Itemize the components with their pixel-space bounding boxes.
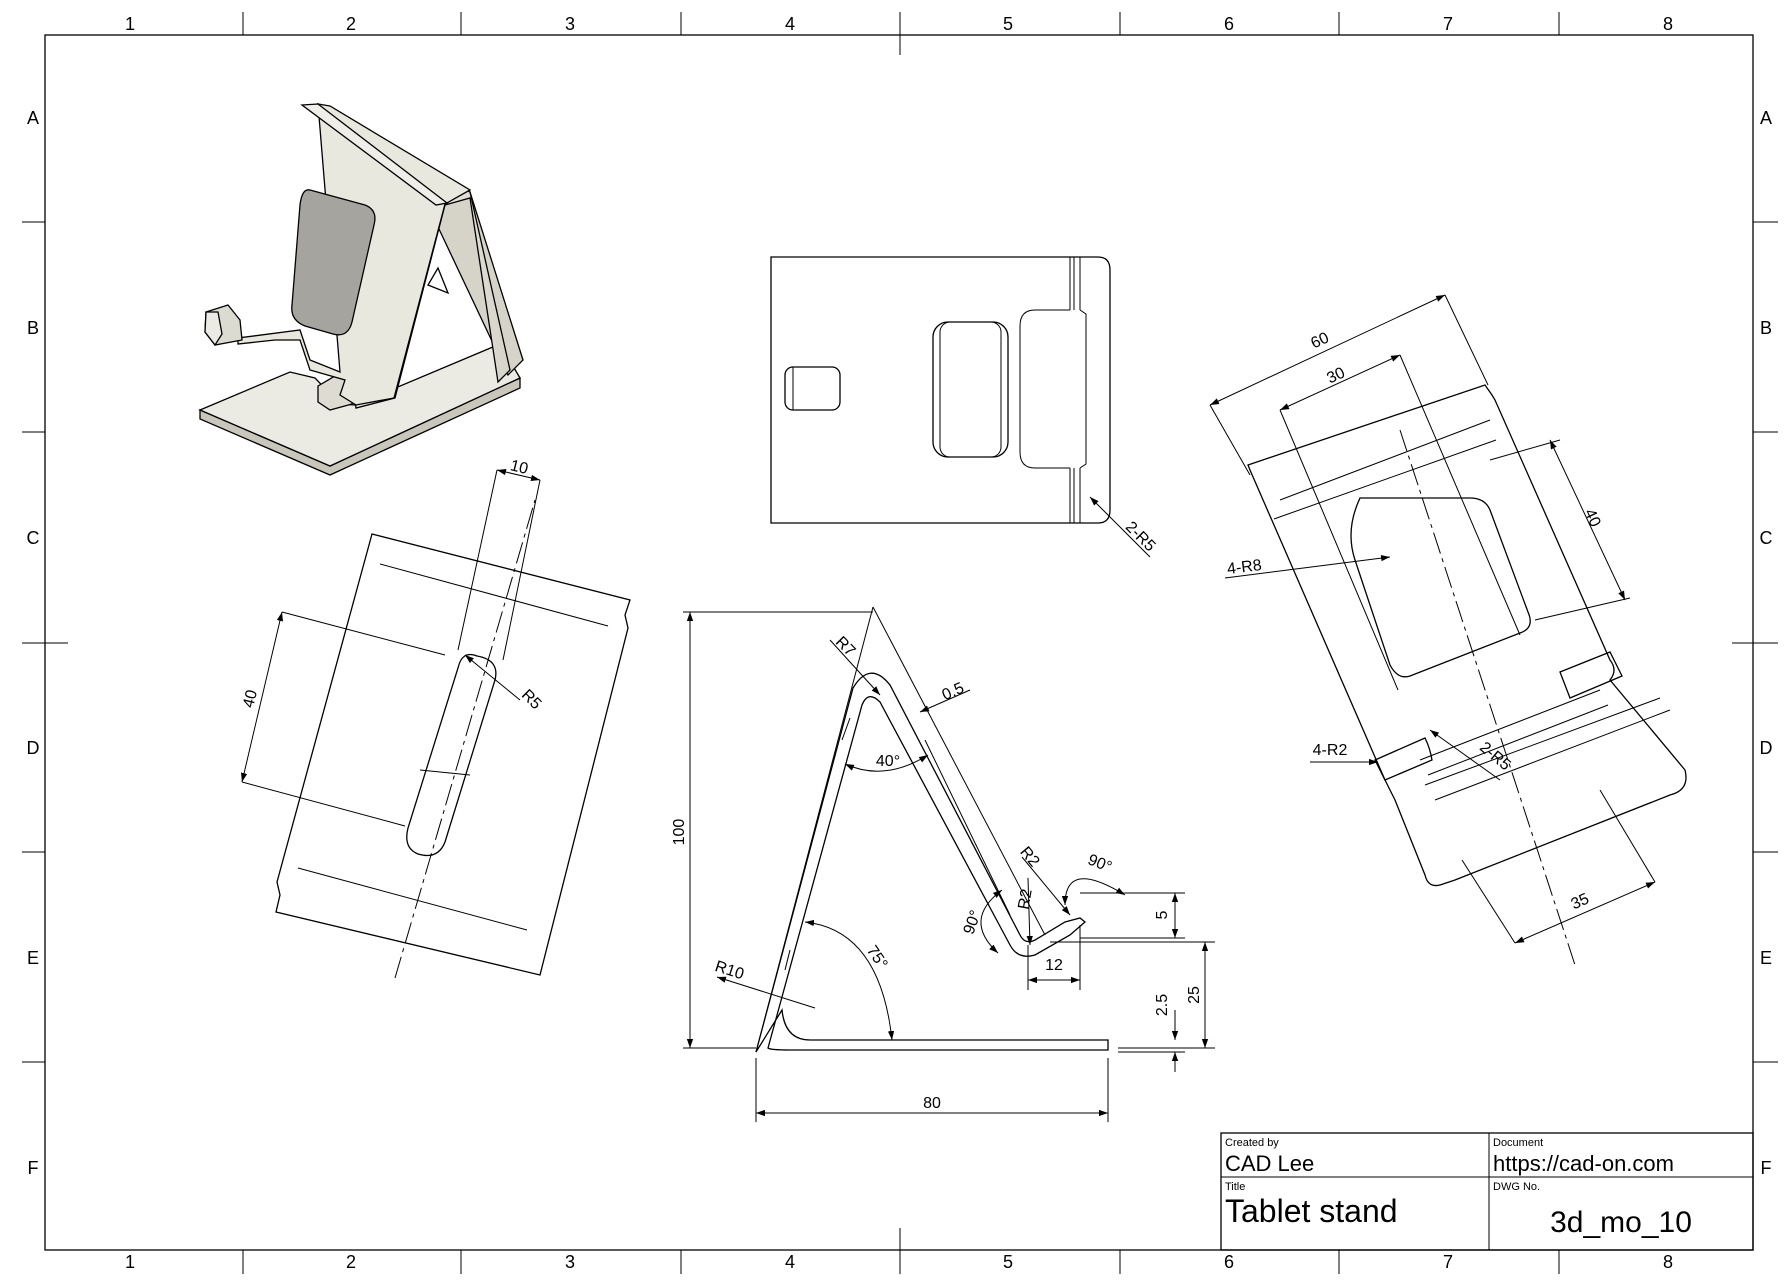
grid-row-a-left: A — [27, 108, 39, 128]
grid-col-1-top: 1 — [125, 14, 135, 34]
dim-front-90deg-a: 90° — [961, 908, 985, 937]
grid-col-6-bottom: 6 — [1224, 1252, 1234, 1272]
grid-col-2-top: 2 — [346, 14, 356, 34]
grid-col-3-bottom: 3 — [565, 1252, 575, 1272]
right-view-outline — [1247, 384, 1687, 887]
drawing-title: Tablet stand — [1225, 1193, 1398, 1229]
grid-col-2-bottom: 2 — [346, 1252, 356, 1272]
grid-col-1-bottom: 1 — [125, 1252, 135, 1272]
dim-front-25: 25 — [1186, 986, 1203, 1004]
created-by-label: Created by — [1225, 1137, 1279, 1149]
top-view-window — [932, 321, 1009, 458]
grid-col-3-top: 3 — [565, 14, 575, 34]
dim-front-r2-a: R2 — [1016, 844, 1042, 871]
isometric-view — [198, 102, 524, 476]
grid-col-8-top: 8 — [1663, 14, 1673, 34]
dim-front-40deg: 40° — [876, 753, 900, 770]
grid-row-b-left: B — [27, 318, 39, 338]
dim-front-100: 100 — [671, 819, 688, 846]
grid-col-8-bottom: 8 — [1663, 1252, 1673, 1272]
left-view-outline — [275, 533, 631, 976]
right-view: 60 30 40 35 4-R8 4-R2 2-R5 — [1209, 294, 1687, 966]
left-view: 10 40 R5 — [240, 457, 631, 979]
grid-row-f-left: F — [28, 1158, 39, 1178]
grid-row-c-left: C — [27, 528, 40, 548]
document-label: Document — [1493, 1137, 1543, 1149]
created-by-value: CAD Lee — [1225, 1151, 1314, 1176]
dim-front-5: 5 — [1154, 910, 1171, 919]
grid-col-4-top: 4 — [785, 14, 795, 34]
top-view-outline — [770, 256, 1111, 524]
dim-right-4r2: 4-R2 — [1313, 742, 1348, 759]
grid-col-7-top: 7 — [1443, 14, 1453, 34]
dim-right-60: 60 — [1308, 329, 1331, 352]
grid-col-7-bottom: 7 — [1443, 1252, 1453, 1272]
dim-front-r7: R7 — [832, 634, 859, 661]
sheet-frame: 1 2 3 4 5 6 7 8 1 2 3 4 5 6 7 8 A B C D … — [22, 12, 1778, 1274]
dim-left-10: 10 — [508, 457, 529, 478]
top-view: 2-R5 — [770, 256, 1159, 558]
grid-col-5-bottom: 5 — [1003, 1252, 1013, 1272]
grid-row-a-right: A — [1760, 108, 1772, 128]
grid-row-b-right: B — [1760, 318, 1772, 338]
document-value: https://cad-on.com — [1493, 1151, 1674, 1176]
dim-top-2r5: 2-R5 — [1122, 519, 1159, 556]
left-view-slot — [406, 653, 497, 857]
dim-right-4r8: 4-R8 — [1226, 557, 1263, 578]
dwg-no-label: DWG No. — [1493, 1181, 1540, 1193]
front-view-profile — [755, 672, 1109, 1053]
top-view-slot — [784, 366, 841, 411]
dim-right-35: 35 — [1569, 890, 1592, 913]
dim-front-90deg-b: 90° — [1085, 851, 1114, 876]
title-block: Created by CAD Lee Document https://cad-… — [1220, 1132, 1754, 1251]
grid-row-e-left: E — [27, 948, 39, 968]
title-label: Title — [1225, 1181, 1245, 1193]
dim-front-80: 80 — [923, 1095, 941, 1112]
grid-col-6-top: 6 — [1224, 14, 1234, 34]
grid-row-e-right: E — [1760, 948, 1772, 968]
dim-front-2-5: 2.5 — [1154, 994, 1171, 1016]
dim-right-30: 30 — [1324, 364, 1347, 387]
dim-left-40: 40 — [240, 688, 261, 709]
dim-right-40: 40 — [1581, 506, 1604, 529]
grid-row-d-right: D — [1760, 738, 1773, 758]
dim-front-0-5: 0.5 — [940, 680, 967, 705]
dim-front-r2-b: R2 — [1015, 888, 1035, 911]
grid-row-d-left: D — [27, 738, 40, 758]
grid-ticks — [22, 12, 1778, 1274]
dim-left-r5: R5 — [518, 687, 545, 714]
dim-front-r10: R10 — [713, 958, 746, 983]
dim-front-75deg: 75° — [863, 943, 891, 973]
grid-col-5-top: 5 — [1003, 14, 1013, 34]
dwg-no-value: 3d_mo_10 — [1550, 1206, 1692, 1239]
dim-front-12: 12 — [1045, 957, 1063, 974]
grid-row-c-right: C — [1760, 528, 1773, 548]
grid-row-f-right: F — [1761, 1158, 1772, 1178]
front-view: 100 80 R7 0.5 40° 75° R10 R2 R2 90° 90° — [671, 606, 1215, 1122]
grid-col-4-bottom: 4 — [785, 1252, 795, 1272]
